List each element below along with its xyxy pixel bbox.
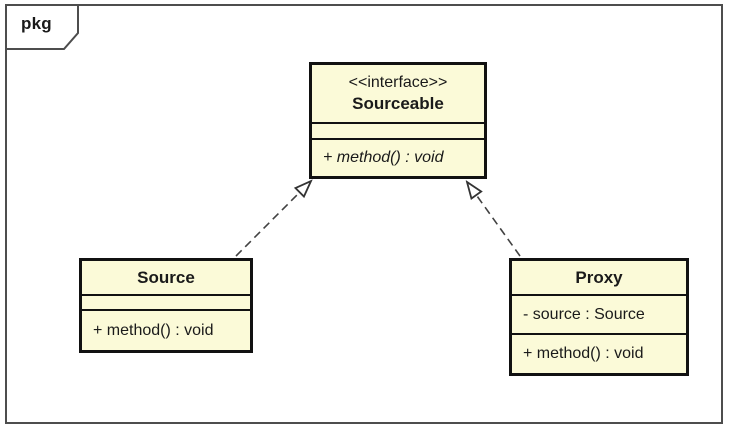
package-frame bbox=[5, 4, 723, 424]
attributes-compartment-proxy: - source : Source bbox=[512, 294, 686, 333]
class-box-sourceable: <<interface>> Sourceable + method() : vo… bbox=[309, 62, 487, 179]
operations-compartment-sourceable: + method() : void bbox=[312, 138, 484, 176]
operation-label: + method() : void bbox=[523, 345, 644, 362]
class-header-source: Source bbox=[82, 261, 250, 294]
class-name-source: Source bbox=[137, 267, 195, 287]
attributes-compartment-source bbox=[82, 294, 250, 309]
operation-label: + method() : void bbox=[323, 149, 444, 166]
operations-compartment-source: + method() : void bbox=[82, 309, 250, 350]
class-box-proxy: Proxy - source : Source + method() : voi… bbox=[509, 258, 689, 376]
package-tab-label: pkg bbox=[21, 14, 52, 33]
class-name-sourceable: Sourceable bbox=[352, 93, 444, 113]
stereotype-label: <<interface>> bbox=[348, 73, 448, 91]
class-header-sourceable: <<interface>> Sourceable bbox=[312, 65, 484, 122]
attribute-label: - source : Source bbox=[523, 305, 645, 323]
operation-label: + method() : void bbox=[93, 321, 214, 339]
attributes-compartment-sourceable bbox=[312, 122, 484, 138]
package-tab-shape bbox=[5, 4, 79, 50]
class-name-proxy: Proxy bbox=[575, 267, 623, 287]
operations-compartment-proxy: + method() : void bbox=[512, 333, 686, 373]
class-header-proxy: Proxy bbox=[512, 261, 686, 294]
class-box-source: Source + method() : void bbox=[79, 258, 253, 353]
